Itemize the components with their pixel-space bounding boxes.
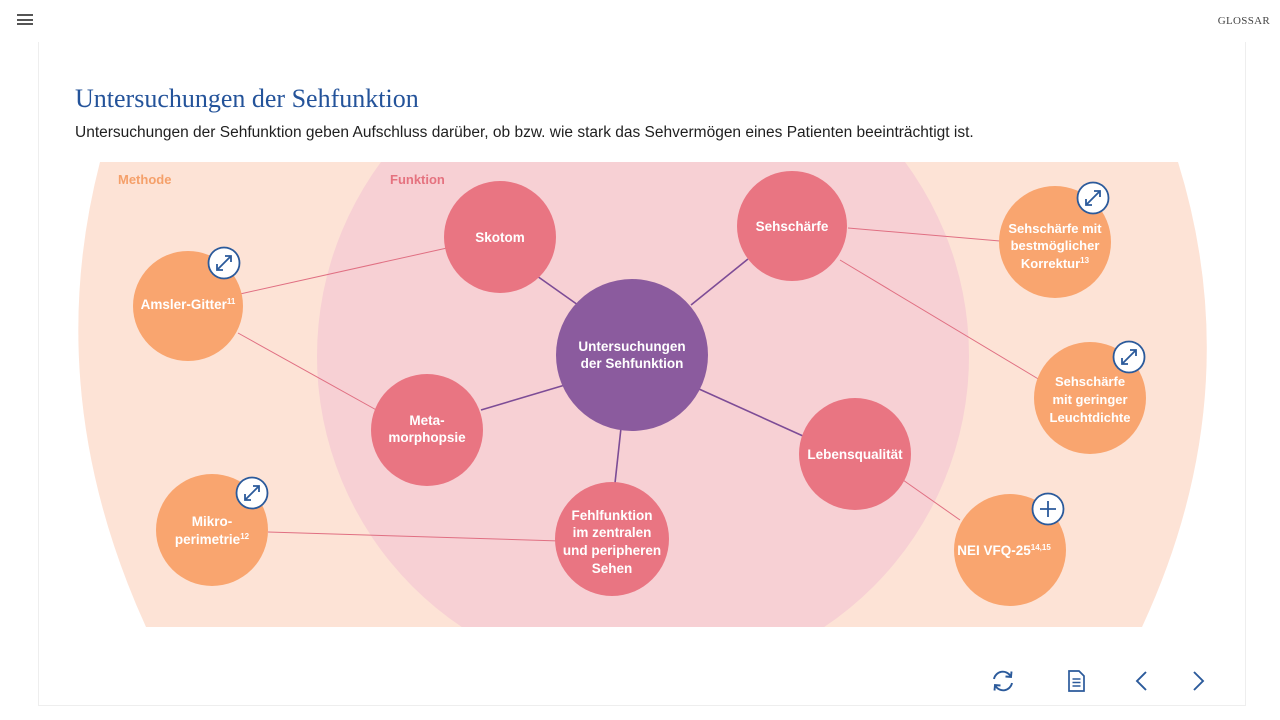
svg-text:perimetrie12: perimetrie12 [175, 532, 250, 547]
top-bar: GLOSSAR [0, 0, 1280, 40]
fehlfunktion-label-1: Fehlfunktion [572, 508, 653, 523]
funktion-label: Funktion [390, 172, 445, 187]
previous-button[interactable] [1127, 666, 1157, 696]
reload-button[interactable] [988, 666, 1018, 696]
expand-arrow-icon[interactable] [235, 476, 269, 510]
document-button[interactable] [1061, 666, 1091, 696]
fehlfunktion-label-2: im zentralen [573, 525, 652, 540]
chevron-right-icon [1193, 671, 1205, 691]
chevron-left-icon [1135, 671, 1147, 691]
center-label-line1: Untersuchungen [578, 339, 685, 354]
best-sup: 13 [1080, 256, 1089, 265]
mikro-label-1: Mikro- [192, 514, 233, 529]
center-connectors [480, 258, 804, 484]
node-metamorphopsie[interactable]: Meta- morphopsie [371, 374, 483, 486]
hamburger-menu-icon[interactable] [17, 14, 33, 26]
page-title: Untersuchungen der Sehfunktion [75, 84, 419, 113]
best-label-3: Korrektur [1021, 256, 1080, 271]
node-skotom[interactable]: Skotom [444, 181, 556, 293]
expand-arrow-icon[interactable] [207, 246, 241, 280]
best-label-1: Sehschärfe mit [1008, 221, 1102, 236]
node-sehschaerfe-bestmoeglich[interactable]: Sehschärfe mit bestmöglicher Korrektur13 [999, 186, 1111, 298]
page-subtitle: Untersuchungen der Sehfunktion geben Auf… [75, 124, 974, 141]
expand-arrow-icon[interactable] [1076, 181, 1110, 215]
glossar-link[interactable]: GLOSSAR [1217, 15, 1270, 27]
next-button[interactable] [1183, 666, 1213, 696]
nei-sup: 14,15 [1031, 543, 1052, 552]
plus-icon[interactable] [1031, 492, 1065, 526]
mikro-sup: 12 [240, 532, 249, 541]
mikro-label-2: perimetrie [175, 532, 241, 547]
method-connectors [237, 227, 1041, 542]
fehlfunktion-label-4: Sehen [592, 561, 633, 576]
expand-arrow-icon[interactable] [1112, 340, 1146, 374]
amsler-label: Amsler-Gitter [141, 297, 228, 312]
best-label-2: bestmöglicher [1011, 238, 1100, 253]
gering-label-2: mit geringer [1052, 392, 1127, 407]
sehschaerfe-label: Sehschärfe [756, 219, 829, 234]
gering-label-1: Sehschärfe [1055, 374, 1125, 389]
metamorphopsie-label-2: morphopsie [388, 430, 466, 445]
node-sehschaerfe[interactable]: Sehschärfe [737, 171, 847, 281]
center-label-line2: der Sehfunktion [581, 356, 684, 371]
amsler-sup: 11 [227, 297, 236, 306]
center-node[interactable]: Untersuchungen der Sehfunktion [556, 279, 708, 431]
document-icon [1068, 670, 1085, 692]
metamorphopsie-label-1: Meta- [409, 413, 444, 428]
node-amsler-gitter[interactable]: Amsler-Gitter11 [133, 251, 243, 361]
fehlfunktion-label-3: und peripheren [563, 543, 661, 558]
skotom-label: Skotom [475, 230, 525, 245]
node-lebensqualitaet[interactable]: Lebensqualität [799, 398, 911, 510]
reload-icon [993, 670, 1013, 692]
nei-label: NEI VFQ-25 [957, 543, 1031, 558]
methode-label: Methode [118, 172, 171, 187]
node-nei-vfq[interactable]: NEI VFQ-2514,15 [954, 494, 1066, 606]
lebensqualitaet-label: Lebensqualität [807, 447, 903, 462]
svg-text:Amsler-Gitter11: Amsler-Gitter11 [141, 297, 236, 312]
node-fehlfunktion[interactable]: Fehlfunktion im zentralen und peripheren… [555, 482, 669, 596]
node-sehschaerfe-leuchtdichte[interactable]: Sehschärfe mit geringer Leuchtdichte [1034, 342, 1146, 454]
svg-text:Korrektur13: Korrektur13 [1021, 256, 1090, 271]
svg-text:NEI VFQ-2514,15: NEI VFQ-2514,15 [957, 543, 1051, 558]
gering-label-3: Leuchtdichte [1050, 410, 1131, 425]
